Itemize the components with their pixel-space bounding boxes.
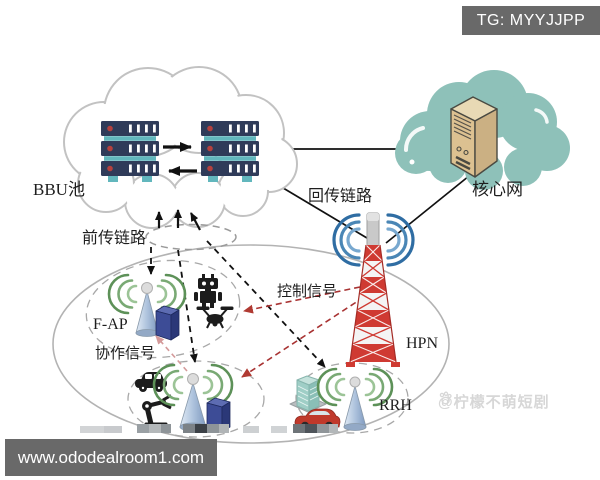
watermark-author-credit: @柠檬不萌短剧 (438, 391, 550, 412)
macro-coverage-ellipse (52, 244, 450, 444)
hpn-tower-icon (346, 212, 400, 367)
rrh-antenna-icon (316, 367, 394, 431)
watermark-author-text: @柠檬不萌短剧 (438, 394, 550, 411)
bbu-exchange-arrows (163, 142, 197, 176)
label-core-network: 核心网 (472, 180, 523, 199)
label-fronthaul-link: 前传链路 (82, 229, 146, 247)
mosaic-blur-patches (80, 424, 338, 433)
fronthaul-down-arrows (147, 240, 326, 368)
label-bbu-pool: BBU池 (33, 180, 85, 199)
paw-icon (439, 391, 452, 405)
hpn-wireless-arcs-icon (332, 213, 415, 267)
label-fap: F-AP (93, 316, 128, 333)
label-control-signal: 控制信号 (277, 283, 337, 300)
fronthaul-up-arrows (155, 209, 201, 231)
fap-edge-cube-icon (155, 305, 180, 341)
cooperation-signal-arrow (155, 335, 188, 372)
watermark-website: www.ododealroom1.com (5, 439, 217, 476)
core-server (450, 96, 498, 178)
bbu-server-stack-right (201, 121, 259, 182)
robot-arm-icon (142, 394, 172, 429)
green-signal-arcs-icon (316, 367, 394, 407)
watermark-telegram-tag: TG: MYYJJPP (462, 6, 600, 35)
label-rrh: RRH (379, 397, 412, 414)
building-icon (289, 375, 327, 413)
watermark-telegram-text: TG: MYYJJPP (476, 11, 586, 29)
watermark-website-text: www.ododealroom1.com (17, 447, 205, 467)
label-cooperation-signal: 协作信号 (95, 345, 155, 362)
fronthaul-oval (145, 223, 237, 251)
car-icon (135, 372, 167, 392)
core-to-hpn-link (385, 175, 470, 244)
bbu-server-stack-left (101, 121, 159, 182)
robot-icon (194, 274, 222, 308)
label-hpn: HPN (406, 335, 438, 352)
fronthaul-links (145, 209, 326, 368)
label-backhaul-link: 回传链路 (308, 187, 372, 205)
control-signal-arrows (241, 286, 365, 378)
drone-icon (196, 306, 234, 329)
